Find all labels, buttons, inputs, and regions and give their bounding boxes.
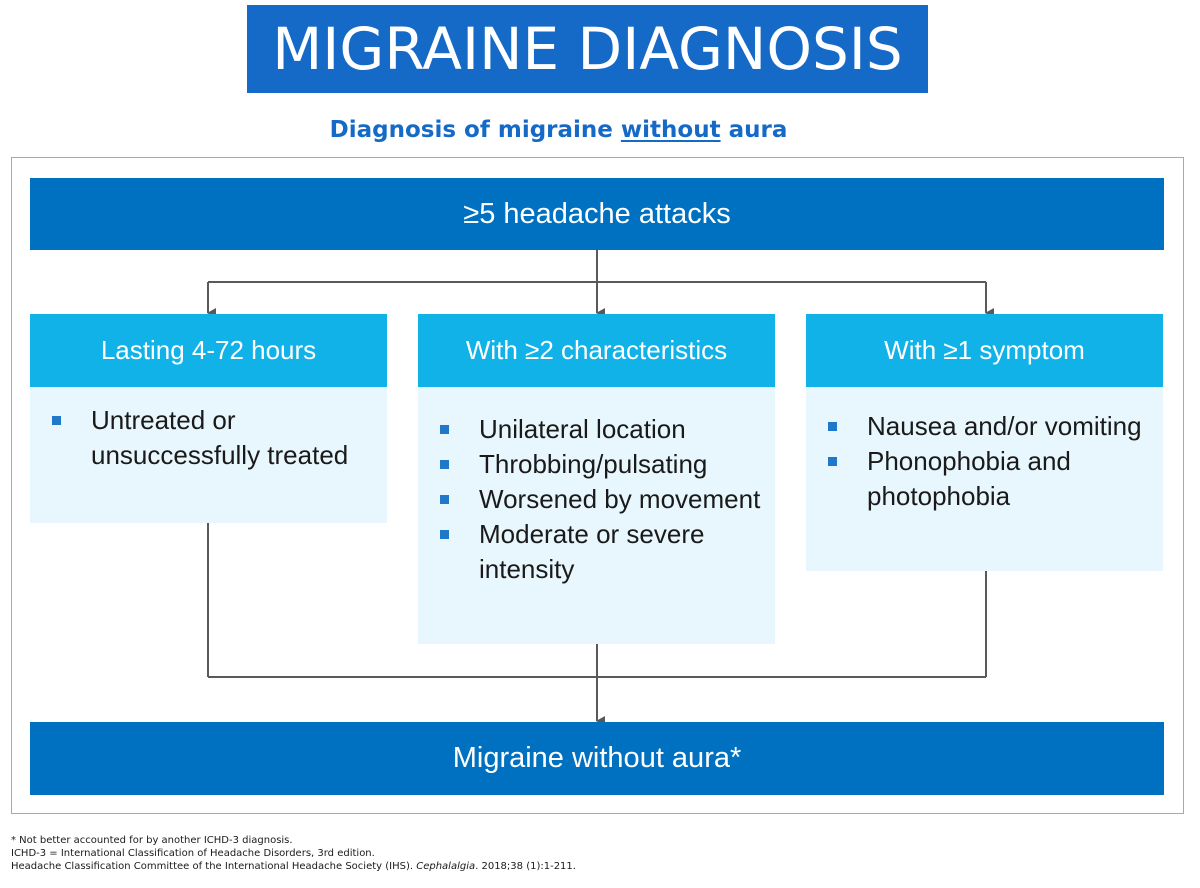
list-item-text: Throbbing/pulsating (479, 449, 708, 479)
page-title: MIGRAINE DIAGNOSIS (272, 15, 903, 83)
footnote-reference: Headache Classification Committee of the… (11, 860, 576, 873)
list-item: Untreated or unsuccessfully treated (30, 403, 387, 473)
subtitle-emphasis: without (620, 117, 721, 143)
criterion-duration-list: Untreated or unsuccessfully treated (30, 403, 387, 473)
criterion-characteristics-title: With ≥2 characteristics (465, 335, 728, 365)
criterion-duration-header: Lasting 4-72 hours (30, 314, 387, 387)
criterion-symptoms-header: With ≥1 symptom (806, 314, 1163, 387)
diagram-subtitle: Diagnosis of migraine without aura (0, 117, 1117, 143)
criterion-symptoms-column: With ≥1 symptom Nausea and/or vomiting P… (806, 314, 1163, 571)
reference-authors: Headache Classification Committee of the… (11, 861, 417, 872)
list-item: Phonophobia and photophobia (806, 444, 1163, 514)
criterion-attack-count: ≥5 headache attacks (30, 178, 1164, 250)
list-item-text: Moderate or severe intensity (479, 519, 705, 584)
criterion-attack-count-label: ≥5 headache attacks (463, 197, 731, 230)
square-bullet-icon (440, 460, 449, 469)
criterion-duration-body: Untreated or unsuccessfully treated (30, 387, 387, 523)
criterion-symptoms-body: Nausea and/or vomiting Phonophobia and p… (806, 387, 1163, 571)
list-item-text: Worsened by movement (479, 484, 761, 514)
criterion-characteristics-column: With ≥2 characteristics Unilateral locat… (418, 314, 775, 644)
square-bullet-icon (440, 530, 449, 539)
criterion-characteristics-list: Unilateral location Throbbing/pulsating … (418, 412, 775, 587)
list-item-text: Unilateral location (479, 414, 686, 444)
criterion-characteristics-header: With ≥2 characteristics (418, 314, 775, 387)
list-item-text: Nausea and/or vomiting (867, 411, 1142, 441)
list-item-text: Untreated or unsuccessfully treated (91, 405, 349, 470)
square-bullet-icon (440, 495, 449, 504)
list-item: Unilateral location (418, 412, 775, 447)
list-item: Throbbing/pulsating (418, 447, 775, 482)
reference-details: . 2018;38 (1):1-211. (475, 861, 576, 872)
list-item-text: Phonophobia and photophobia (867, 446, 1071, 511)
list-item: Moderate or severe intensity (418, 517, 775, 587)
subtitle-lead: Diagnosis of migraine (329, 117, 621, 143)
square-bullet-icon (440, 425, 449, 434)
criterion-characteristics-body: Unilateral location Throbbing/pulsating … (418, 387, 775, 644)
diagnosis-result-label: Migraine without aura* (452, 742, 742, 774)
list-item: Worsened by movement (418, 482, 775, 517)
subtitle-tail: aura (720, 117, 788, 143)
square-bullet-icon (828, 457, 837, 466)
criterion-symptoms-list: Nausea and/or vomiting Phonophobia and p… (806, 409, 1163, 514)
diagnosis-result: Migraine without aura* (30, 722, 1164, 795)
criterion-duration-column: Lasting 4-72 hours Untreated or unsucces… (30, 314, 387, 523)
footnotes: * Not better accounted for by another IC… (11, 834, 576, 873)
footnote-abbreviation: ICHD-3 = International Classification of… (11, 848, 375, 859)
footnote-asterisk: * Not better accounted for by another IC… (11, 835, 293, 846)
page-title-banner: MIGRAINE DIAGNOSIS (247, 5, 928, 93)
reference-journal: Cephalalgia (416, 861, 476, 872)
square-bullet-icon (52, 416, 61, 425)
criterion-symptoms-title: With ≥1 symptom (884, 335, 1085, 365)
list-item: Nausea and/or vomiting (806, 409, 1163, 444)
square-bullet-icon (828, 422, 837, 431)
criterion-duration-title: Lasting 4-72 hours (100, 335, 317, 365)
